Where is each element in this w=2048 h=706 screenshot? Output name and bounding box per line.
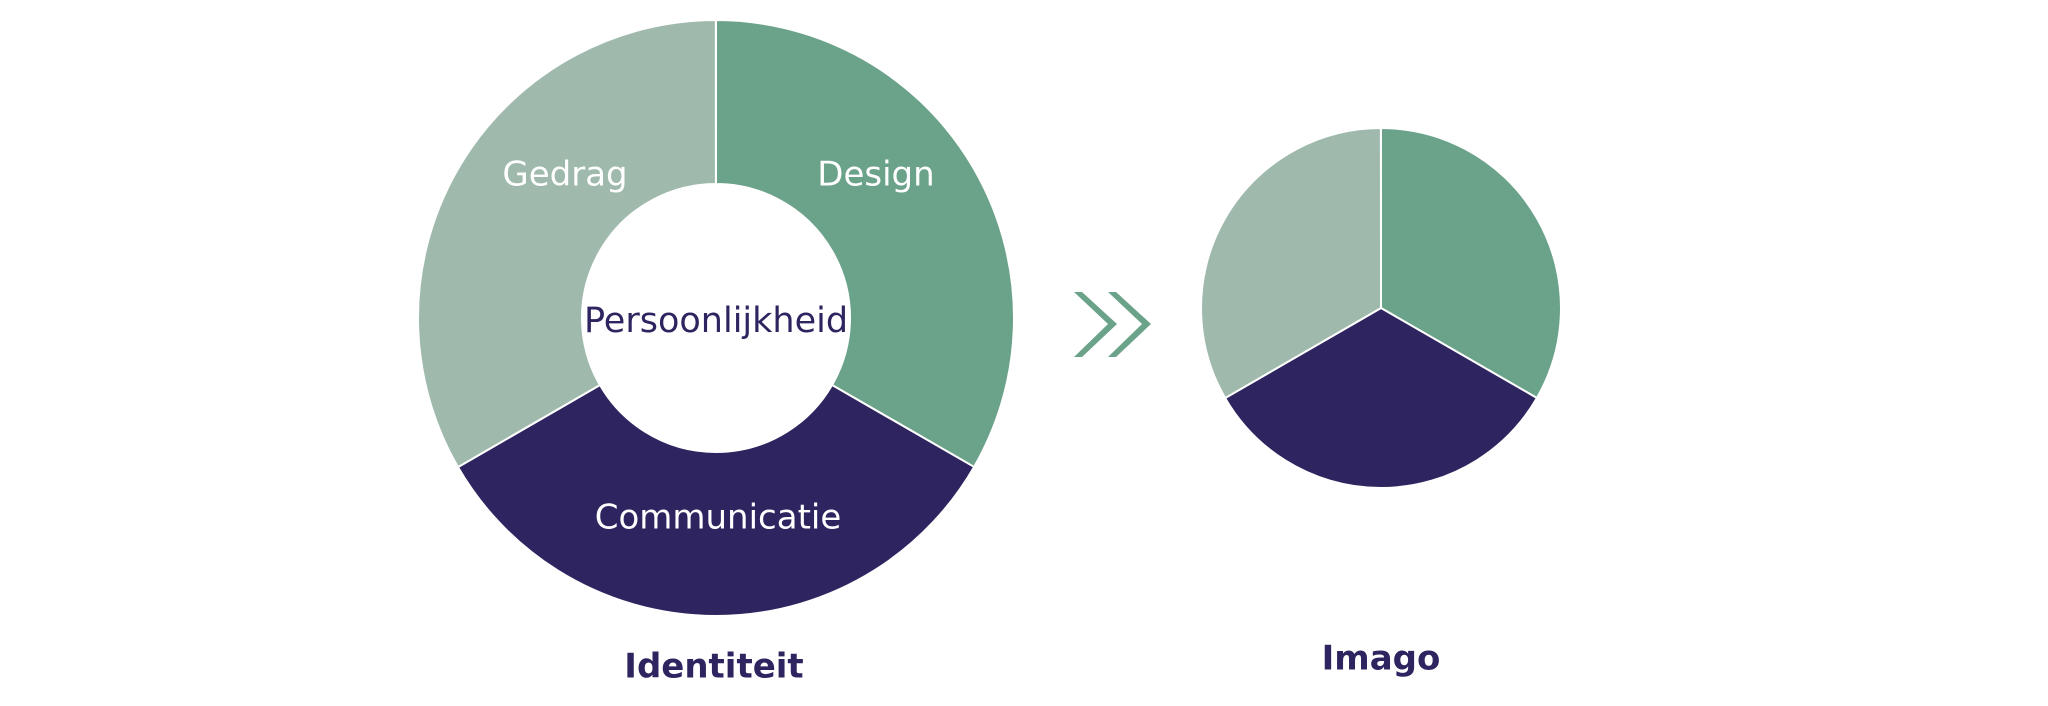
segment-label-design: Design bbox=[817, 155, 934, 195]
donut-center-label: Persoonlijkheid bbox=[584, 301, 848, 341]
pie-segment-gedrag bbox=[1200, 126, 1383, 400]
chevron-right-icon bbox=[1108, 292, 1151, 357]
chevron-left-icon bbox=[1074, 292, 1117, 357]
donut-segment-design bbox=[715, 18, 1015, 469]
donut-segment-communicatie bbox=[456, 383, 976, 617]
image-caption: Imago bbox=[1322, 639, 1441, 679]
pie-segment-design bbox=[1380, 126, 1562, 400]
donut-segment-gedrag bbox=[417, 18, 717, 469]
identity-caption: Identiteit bbox=[624, 647, 803, 687]
segment-label-gedrag: Gedrag bbox=[502, 155, 627, 195]
pie-segment-communicatie bbox=[1223, 306, 1539, 489]
segment-label-communicatie: Communicatie bbox=[595, 498, 842, 538]
identity-donut: Design Communicatie Gedrag Persoonlijkhe… bbox=[417, 18, 1015, 617]
double-chevron-right-icon bbox=[1074, 292, 1151, 357]
image-pie bbox=[1200, 126, 1562, 489]
